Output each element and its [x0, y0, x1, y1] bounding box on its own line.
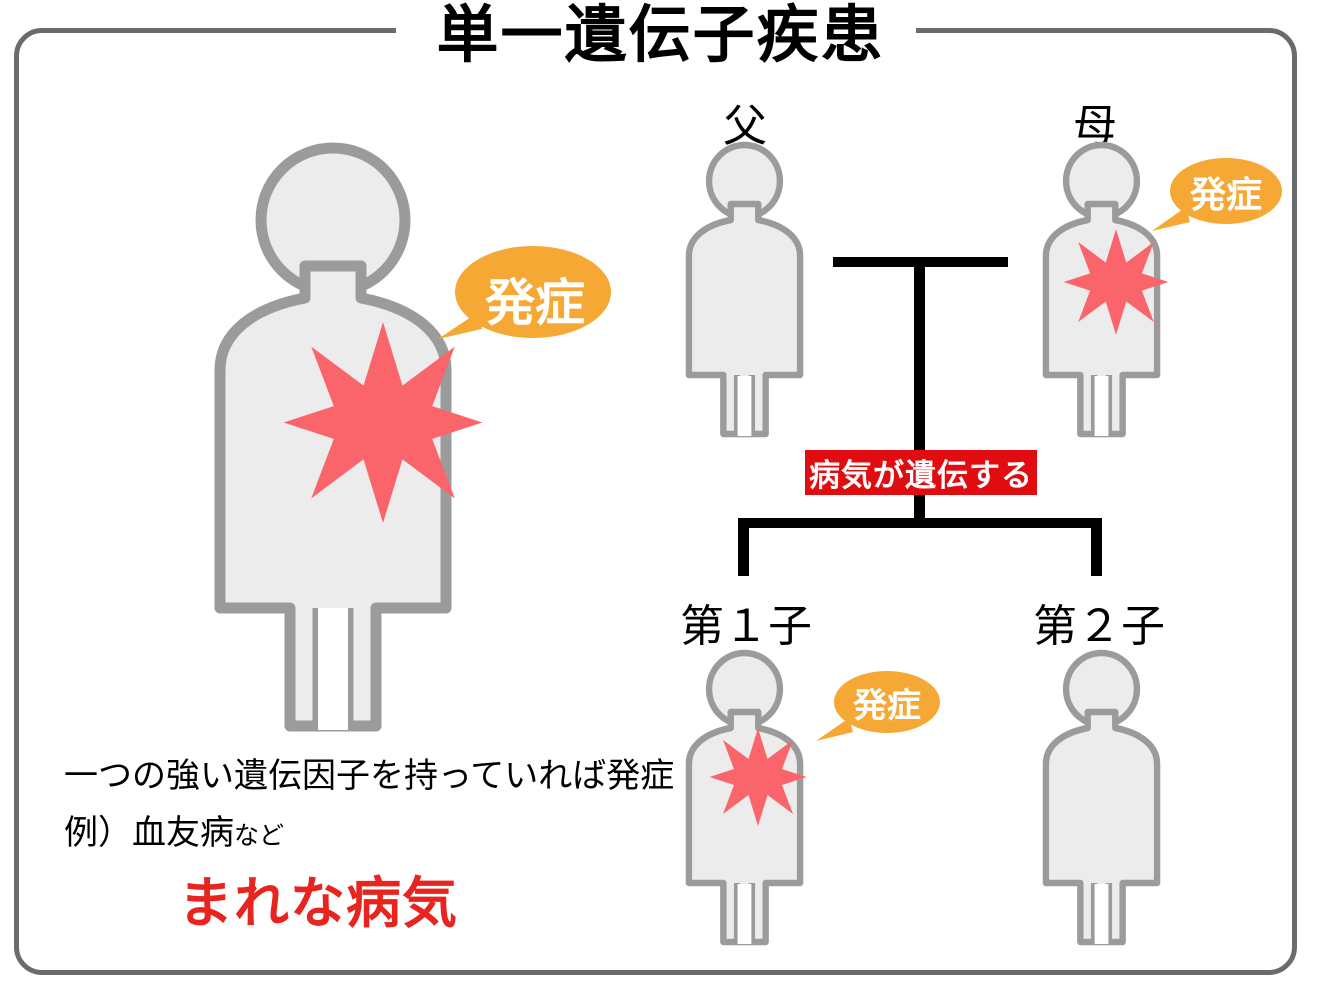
title-gap-mask — [396, 16, 916, 42]
caption-rare-disease: まれな病気 — [178, 871, 459, 935]
inheritance-banner: 病気が遺伝する — [805, 450, 1037, 495]
sibling-line — [738, 518, 1102, 528]
label-child2: 第２子 — [1033, 601, 1165, 652]
onset-bubble-mother: 発症 — [1148, 152, 1284, 242]
onset-bubble-child1: 発症 — [812, 665, 942, 751]
person-figure-father — [683, 140, 806, 440]
label-child1: 第１子 — [680, 601, 812, 652]
sibling-drop-child1 — [738, 518, 749, 576]
descent-line-lower — [914, 494, 925, 524]
caption-condition: 一つの強い遺伝因子を持っていれば発症 — [64, 756, 675, 796]
descent-line — [914, 257, 925, 457]
page-title: 単一遺伝子疾患 — [436, 0, 885, 71]
caption-example: 例）血友病など — [64, 805, 284, 854]
onset-bubble-large: 発症 — [430, 245, 615, 355]
onset-bubble-large-label: 発症 — [485, 274, 585, 332]
disease-burst-large — [268, 320, 498, 525]
onset-bubble-child1-label: 発症 — [853, 686, 921, 726]
caption-example-suffix: など — [234, 821, 285, 850]
disease-burst-mother — [1057, 228, 1175, 336]
person-figure-child2 — [1040, 648, 1163, 948]
onset-bubble-mother-label: 発症 — [1189, 175, 1262, 216]
sibling-drop-child2 — [1091, 518, 1102, 576]
caption-example-main: 例）血友病 — [64, 813, 234, 853]
disease-burst-child1 — [703, 727, 813, 827]
